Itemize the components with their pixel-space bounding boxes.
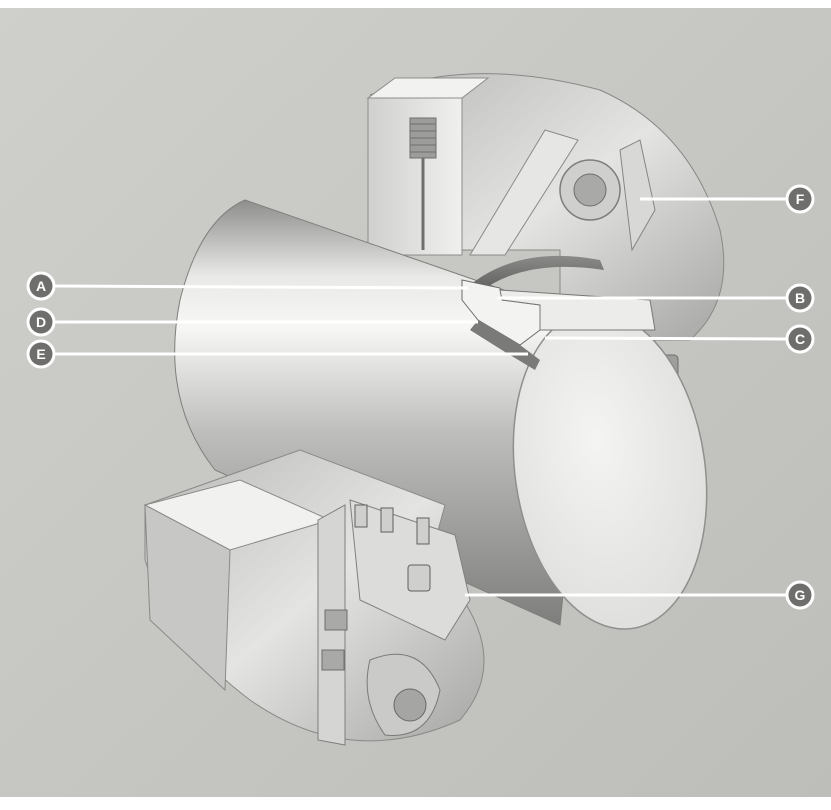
callout-letter-c: C <box>795 331 805 347</box>
callout-badge-inner-d <box>29 310 53 334</box>
page-margin-top <box>0 0 831 8</box>
callout-letter-g: G <box>795 587 806 603</box>
callout-letter-b: B <box>795 290 805 306</box>
callout-leader-c <box>544 336 787 341</box>
callout-badge-inner-b <box>788 286 812 310</box>
callout-badge-inner-c <box>788 327 812 351</box>
callout-leader-a <box>54 284 469 290</box>
callout-letter-f: F <box>796 191 805 207</box>
callout-badge-inner-g <box>788 583 812 607</box>
gland-bolts <box>354 504 431 592</box>
page-margin-bottom <box>0 797 831 805</box>
callout-badge-inner-f <box>788 187 812 211</box>
callout-letter-d: D <box>36 314 46 330</box>
callout-badge-inner-e <box>29 342 53 366</box>
upper-housing <box>366 73 725 384</box>
seal-face-assembly <box>461 255 656 370</box>
lower-housing <box>143 449 485 746</box>
callout-badge-inner-a <box>29 274 53 298</box>
callout-letter-a: A <box>36 278 46 294</box>
callout-letter-e: E <box>36 346 45 362</box>
callout-layer: A B C DE F G <box>26 184 815 610</box>
